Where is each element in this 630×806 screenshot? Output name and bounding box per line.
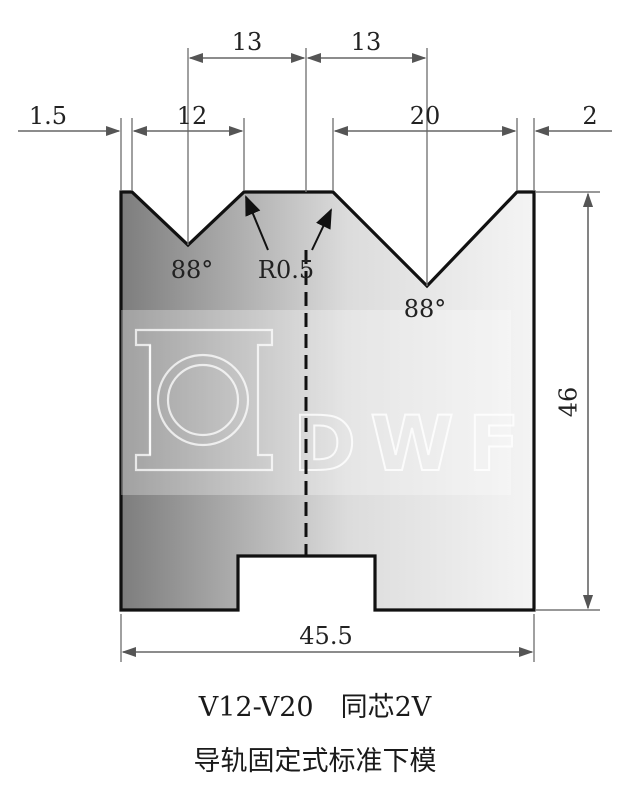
extension-lines (120, 48, 600, 662)
dim-height: 46 (555, 387, 583, 418)
left-angle-label: 88° (171, 256, 214, 284)
dim-left-v-width: 12 (177, 102, 208, 130)
dim-left-half-span: 13 (232, 28, 263, 56)
dim-right-edge-offset: 2 (582, 102, 597, 130)
radius-leaders (245, 195, 332, 251)
right-angle-label: 88° (404, 295, 447, 323)
dim-right-half-span: 13 (351, 28, 382, 56)
dwf-watermark: DWF (121, 310, 534, 495)
die-body (119, 190, 536, 612)
watermark-text: DWF (293, 399, 534, 488)
radius-label: R0.5 (258, 256, 314, 284)
dimension-lines (18, 52, 612, 658)
caption-model: V12-V20 同芯2V (198, 692, 432, 723)
dim-total-width: 45.5 (299, 622, 352, 650)
caption-description: 导轨固定式标准下模 (194, 746, 437, 777)
dim-right-v-width: 20 (410, 102, 441, 130)
dim-left-edge-offset: 1.5 (29, 102, 67, 130)
